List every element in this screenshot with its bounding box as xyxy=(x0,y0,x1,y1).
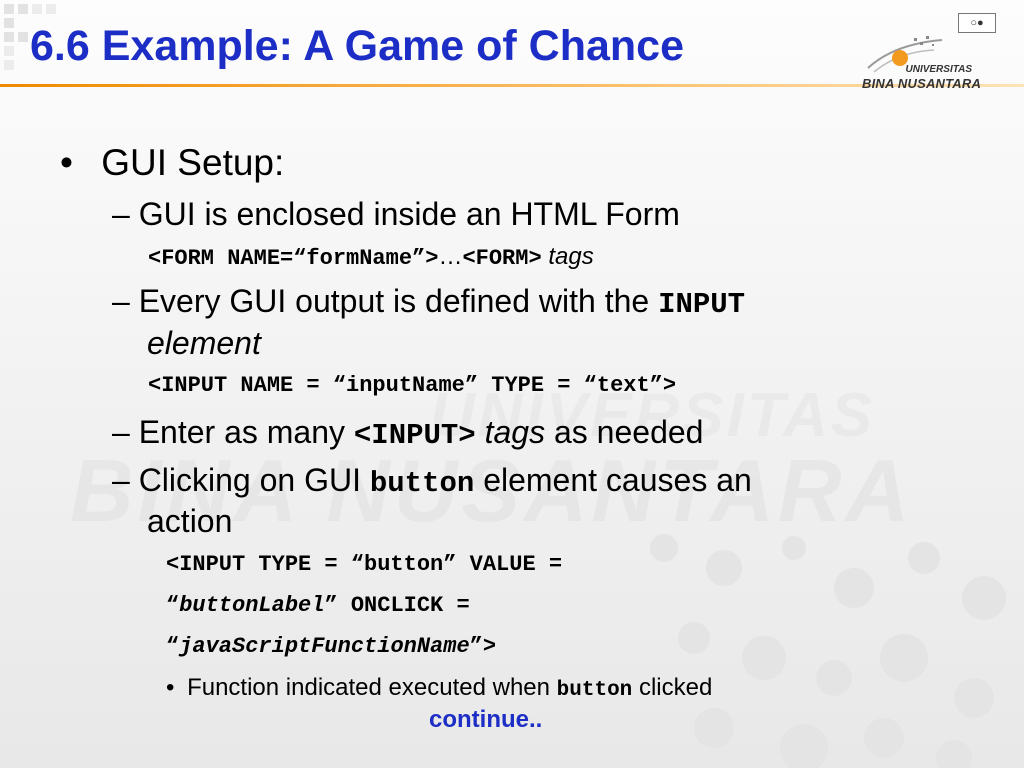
logo-text-universitas: UNIVERSITAS xyxy=(905,64,973,75)
bullet-gui-setup: • GUI Setup: xyxy=(60,142,284,184)
bullet-text: GUI Setup: xyxy=(101,142,285,183)
code-text: ” ONCLICK = xyxy=(324,593,470,618)
italic-code: buttonLabel xyxy=(179,593,325,618)
bullet-marker: • xyxy=(166,674,175,701)
dash: – xyxy=(112,414,130,450)
item-text: as needed xyxy=(545,414,704,450)
code-text: <FORM NAME=“formName”> xyxy=(148,246,439,271)
slide-title: 6.6 Example: A Game of Chance xyxy=(30,22,684,70)
button-code-line-1: <INPUT TYPE = “button” VALUE = xyxy=(166,552,563,577)
code-text: INPUT xyxy=(658,288,746,321)
item-button-cont: action xyxy=(147,503,233,539)
item-many-inputs: – Enter as many <INPUT> tags as needed xyxy=(112,414,703,452)
item-text: Every GUI output is defined with the xyxy=(138,283,659,319)
dash: – xyxy=(112,196,130,232)
italic-text: tags xyxy=(475,414,546,450)
item-input-cont: element xyxy=(147,325,261,361)
italic-text: tags xyxy=(541,243,594,270)
dash: – xyxy=(112,462,130,498)
item-form: – GUI is enclosed inside an HTML Form xyxy=(112,196,680,233)
continue-link[interactable]: continue.. xyxy=(429,706,543,733)
item-text: GUI is enclosed inside an HTML Form xyxy=(138,196,680,232)
code-text: button xyxy=(369,467,475,500)
code-text: button xyxy=(556,679,633,702)
item-text: element causes an xyxy=(474,462,752,498)
quote: “ xyxy=(166,634,180,659)
item-input: – Every GUI output is defined with the I… xyxy=(112,283,745,321)
italic-code: javaScriptFunctionName xyxy=(179,634,470,659)
code-text: <INPUT> xyxy=(353,419,476,452)
header-accent-bar xyxy=(0,84,1024,87)
code-text: ”> xyxy=(469,634,497,659)
item-button: – Clicking on GUI button element causes … xyxy=(112,462,752,500)
sub-bullet-function: • Function indicated executed when butto… xyxy=(166,674,712,702)
button-code-line-2: “buttonLabel” ONCLICK = xyxy=(166,593,470,618)
bullet-marker: • xyxy=(60,142,73,183)
dash: – xyxy=(112,283,130,319)
cc-license-icon: ○● xyxy=(958,13,996,33)
item-form-code: <FORM NAME=“formName”>…<FORM> tags xyxy=(148,243,594,271)
dot-pattern-decoration xyxy=(650,534,1006,768)
item-text: Enter as many xyxy=(138,414,354,450)
logo-emblem-icon xyxy=(867,36,943,73)
ellipsis: … xyxy=(438,243,463,270)
logo-text-name: BINA NUSANTARA xyxy=(862,76,982,91)
item-input-code: <INPUT NAME = “inputName” TYPE = “text”> xyxy=(148,373,677,398)
item-text: Function indicated executed when xyxy=(187,674,557,701)
item-text: Clicking on GUI xyxy=(138,462,370,498)
code-text: <FORM> xyxy=(462,246,542,271)
item-text: clicked xyxy=(632,674,713,701)
university-logo: UNIVERSITAS BINA NUSANTARA xyxy=(860,34,1000,94)
quote: “ xyxy=(166,593,180,618)
button-code-line-3: “javaScriptFunctionName”> xyxy=(166,634,496,659)
